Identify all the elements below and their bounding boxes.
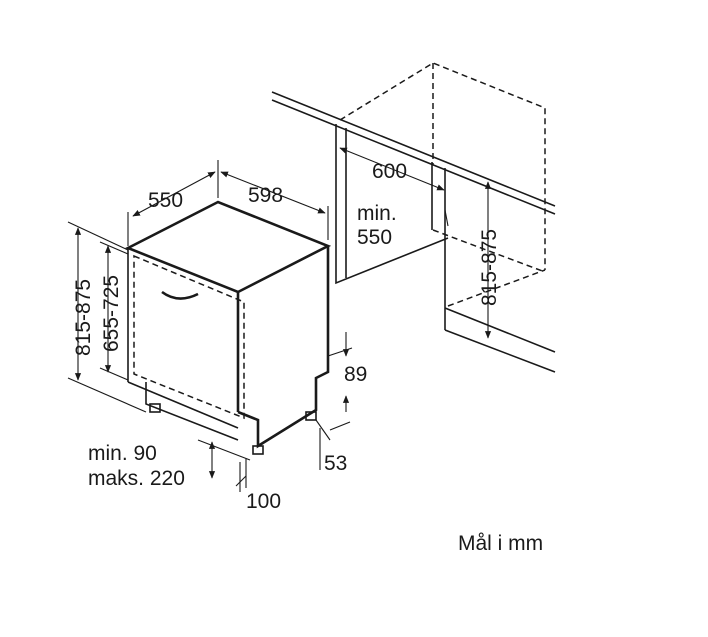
label-units-note: Mål i mm <box>458 532 543 555</box>
dishwasher-body <box>124 200 332 455</box>
label-depth-550: 550 <box>148 189 183 212</box>
niche-cabinet <box>271 62 556 373</box>
label-niche-depth-min: min. <box>357 202 397 225</box>
label-feet-100: 100 <box>246 490 281 513</box>
label-plinth-89: 89 <box>344 363 367 386</box>
label-niche-height: 815-875 <box>478 229 501 306</box>
label-width-598: 598 <box>248 184 283 207</box>
label-door-gap-max: maks. 220 <box>88 467 185 490</box>
label-niche-depth-550: 550 <box>357 226 392 249</box>
label-plinth-53: 53 <box>324 452 347 475</box>
label-door-gap-min: min. 90 <box>88 442 157 465</box>
dimension-lines <box>67 147 492 492</box>
label-body-height: 655-725 <box>100 275 123 352</box>
label-niche-width-600: 600 <box>372 160 407 183</box>
label-total-height: 815-875 <box>72 279 95 356</box>
